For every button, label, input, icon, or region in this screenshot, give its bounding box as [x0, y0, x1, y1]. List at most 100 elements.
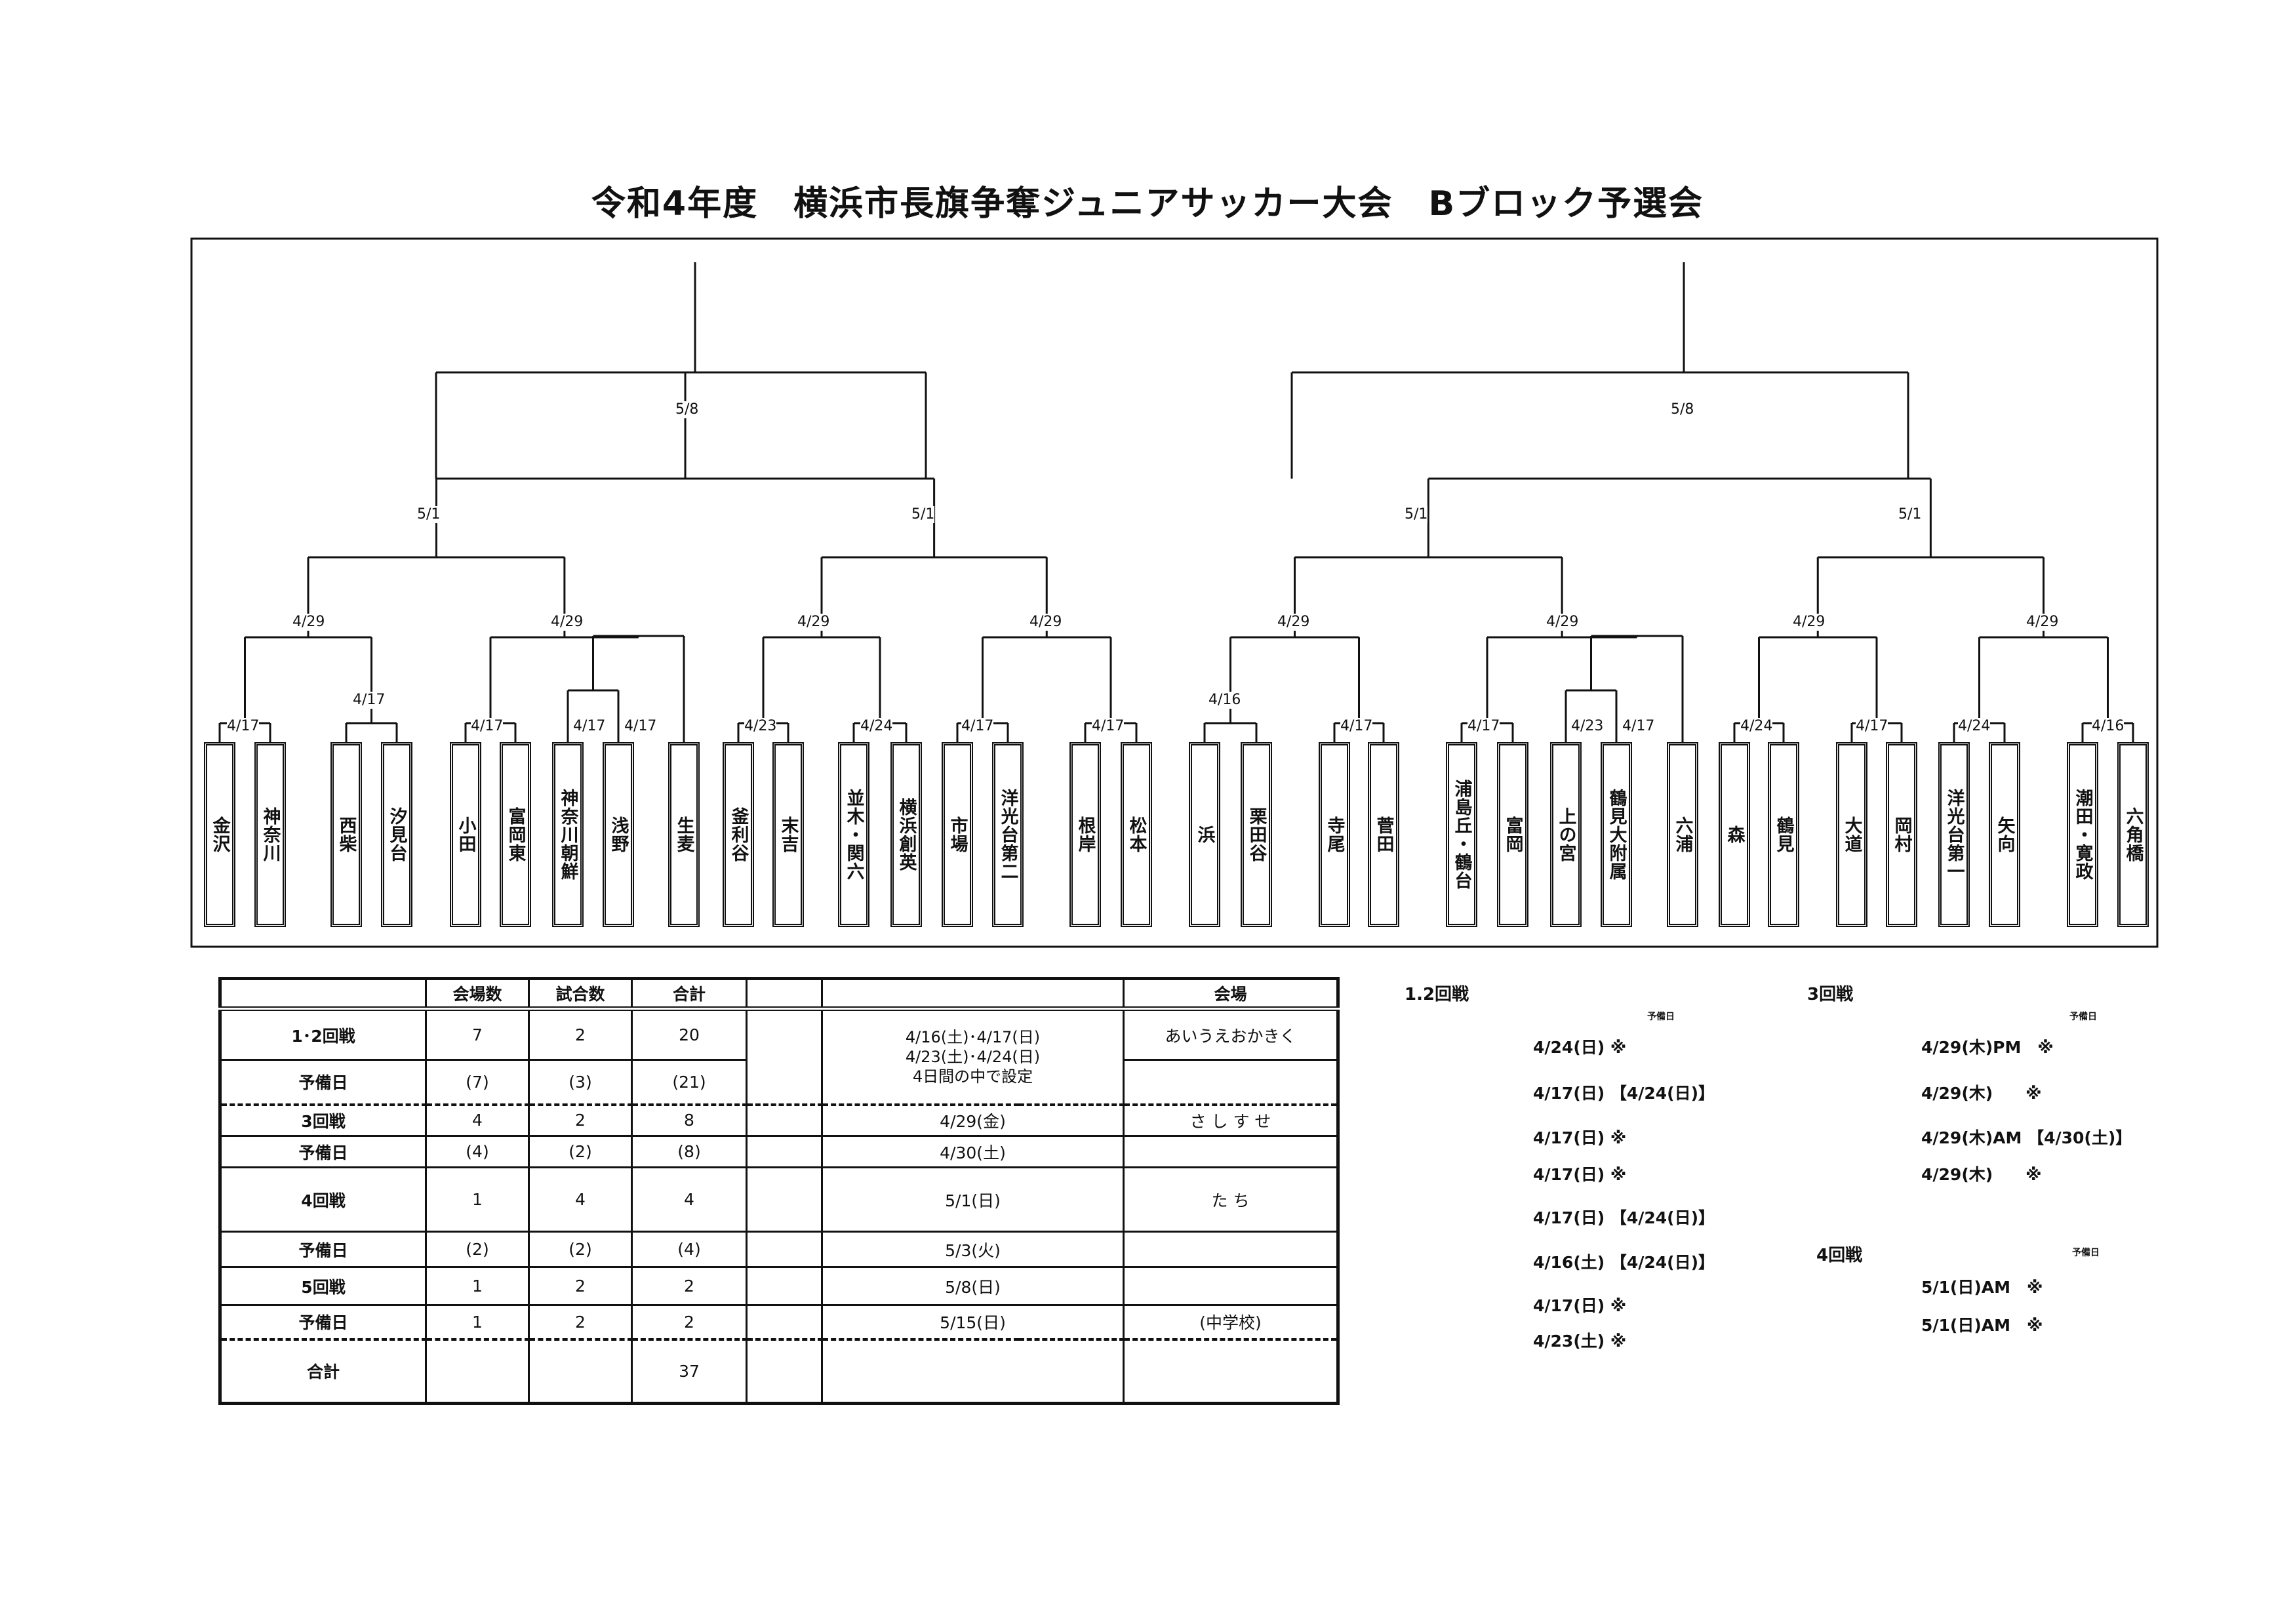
header-blank2	[746, 978, 823, 1011]
round-cell: 4回戦	[219, 1166, 427, 1233]
schedule-row: 4回戦 1 4 4 5/1(日) た ち	[219, 1166, 1339, 1233]
team-name: 森	[1724, 825, 1745, 844]
team-name: 生麦	[673, 816, 694, 853]
team-box: 上の宮	[1550, 742, 1582, 927]
round-date-label: 4/29	[1546, 614, 1579, 631]
matches-cell: 2	[528, 1266, 633, 1306]
team-box: 大道	[1836, 742, 1867, 927]
team-name: 大道	[1841, 816, 1862, 853]
round-date-label: 4/29	[1029, 614, 1062, 631]
round3-heading: 3回戦	[1807, 985, 1854, 1004]
round-date-label: 5/1	[417, 506, 441, 523]
total-cell: 2	[631, 1304, 748, 1340]
team-name: 末吉	[778, 816, 799, 853]
header-venues: 会場数	[425, 978, 530, 1011]
venues-cell: 1	[425, 1304, 530, 1340]
team-name: 市場	[947, 816, 968, 853]
round-date-label: 4/23	[744, 718, 777, 735]
venues-cell: 1	[425, 1166, 530, 1233]
team-name: 矢向	[1994, 816, 2015, 853]
total-cell: 4	[631, 1166, 748, 1233]
round12-heading: 1.2回戦	[1405, 985, 1469, 1004]
matches-cell: (2)	[528, 1231, 633, 1268]
schedule-list-item: 4/16(土) 【4/24(日)】	[1533, 1253, 1715, 1272]
team-name: 釜利谷	[728, 807, 749, 862]
team-name: 浜	[1194, 825, 1215, 844]
round-date-label: 4/17	[227, 718, 260, 735]
team-box: 森	[1719, 742, 1750, 927]
matches-cell: (2)	[528, 1135, 633, 1168]
total-cell: 2	[631, 1266, 748, 1306]
schedule-list-item: 4/17(日) ※	[1533, 1296, 1627, 1315]
round-date-label: 4/17	[1622, 718, 1655, 735]
schedule-row: 1･2回戦 7 2 20 4/16(土)･4/17(日) 4/23(土)･4/2…	[219, 1007, 1339, 1105]
round-date-label: 4/17	[1856, 718, 1888, 735]
venues-cell: (4)	[425, 1135, 530, 1168]
round-date-label: 4/23	[1571, 718, 1604, 735]
matches-cell: 2	[528, 1007, 633, 1061]
team-box: 釜利谷	[723, 742, 754, 927]
dates-cell: 4/16(土)･4/17(日) 4/23(土)･4/24(日) 4日間の中で設定	[821, 1007, 1125, 1105]
round-cell: 1･2回戦	[219, 1007, 427, 1061]
round-date-label: 4/17	[1467, 718, 1500, 735]
schedule-table: 会場数 試合数 合計 会場 1･2回戦 7 2 20 4/16(土)･4/17(…	[218, 977, 1340, 1405]
venues-cell: 1	[425, 1266, 530, 1306]
schedule-header-row: 会場数 試合数 合計 会場	[219, 978, 1339, 1011]
schedule-list-item: 5/1(日)AM ※	[1921, 1316, 2043, 1335]
team-name: 富岡	[1502, 816, 1523, 853]
place-cell	[1123, 1337, 1339, 1404]
total-cell: (21)	[631, 1059, 748, 1105]
team-box: 浅野	[603, 742, 634, 927]
dates-cell: 4/29(金)	[821, 1103, 1125, 1137]
team-name: 鶴見	[1773, 816, 1794, 853]
team-name: 洋光台第一	[1944, 789, 1965, 881]
team-box: 松本	[1121, 742, 1152, 927]
schedule-list-item: 4/17(日) 【4/24(日)】	[1533, 1084, 1715, 1103]
team-name: 鶴見大附属	[1606, 789, 1627, 881]
venues-cell: 7	[425, 1007, 530, 1061]
schedule-row: 5回戦 1 2 2 5/8(日)	[219, 1266, 1339, 1306]
round-cell: 予備日	[219, 1059, 427, 1105]
round4-yobi-label: 予備日	[2072, 1248, 2100, 1258]
team-box: 潮田・寛政	[2067, 742, 2098, 927]
team-box: 岡村	[1886, 742, 1917, 927]
schedule-row: 3回戦 4 2 8 4/29(金) さ し す せ	[219, 1103, 1339, 1137]
team-name: 洋光台第二	[997, 789, 1018, 881]
round-date-label: 4/16	[1208, 692, 1241, 709]
team-box: 金沢	[204, 742, 235, 927]
place-cell: さ し す せ	[1123, 1103, 1339, 1137]
team-box: 浦島丘・鶴台	[1446, 742, 1477, 927]
round-date-label: 5/1	[911, 506, 935, 523]
team-name: 松本	[1126, 816, 1147, 853]
team-box: 神奈川朝鮮	[552, 742, 584, 927]
round-date-label: 4/17	[1092, 718, 1125, 735]
place-cell: あいうえおかきく	[1123, 1007, 1339, 1061]
header-place: 会場	[1123, 978, 1339, 1011]
team-box: 富岡	[1497, 742, 1528, 927]
venues-cell: (7)	[425, 1059, 530, 1105]
team-name: 岡村	[1891, 816, 1912, 853]
team-box: 西柴	[330, 742, 362, 927]
round-date-label: 4/29	[551, 614, 584, 631]
team-box: 富岡東	[500, 742, 531, 927]
round-date-label: 4/24	[1958, 718, 1991, 735]
round-date-label: 4/16	[2092, 718, 2125, 735]
team-name: 神奈川	[260, 807, 281, 862]
round-cell: 予備日	[219, 1135, 427, 1168]
place-cell: た ち	[1123, 1166, 1339, 1233]
team-name: 小田	[455, 816, 476, 853]
round-cell: 予備日	[219, 1304, 427, 1340]
round-date-label: 4/29	[2026, 614, 2059, 631]
team-box: 市場	[942, 742, 973, 927]
schedule-list-item: 4/29(木)AM 【4/30(土)】	[1921, 1128, 2132, 1147]
round-date-label: 4/17	[624, 718, 657, 735]
header-total: 合計	[631, 978, 748, 1011]
round12-yobi-label: 予備日	[1647, 1012, 1675, 1022]
team-name: 菅田	[1373, 816, 1394, 853]
total-cell: (4)	[631, 1231, 748, 1268]
header-blank	[219, 978, 427, 1011]
header-matches: 試合数	[528, 978, 633, 1011]
team-name: 寺尾	[1324, 816, 1345, 853]
schedule-list-item: 4/23(土) ※	[1533, 1332, 1627, 1351]
round-date-label: 5/8	[675, 401, 699, 418]
